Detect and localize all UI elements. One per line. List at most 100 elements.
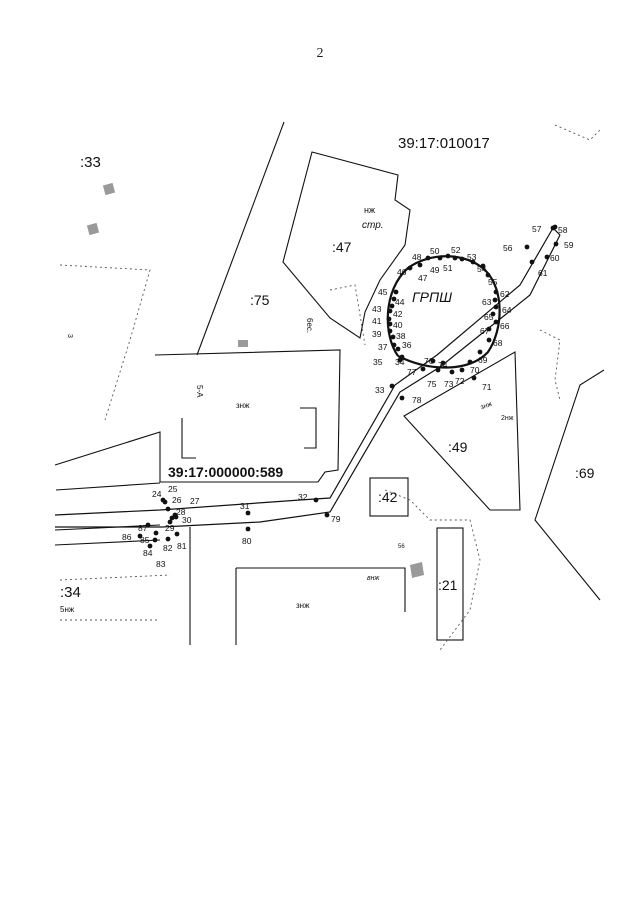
facility-label: ГРПШ bbox=[412, 289, 452, 305]
point-65-marker bbox=[490, 311, 496, 317]
quarter-label: 39:17:010017 bbox=[398, 135, 490, 152]
point-45-marker bbox=[393, 289, 399, 295]
point-38-marker bbox=[390, 334, 396, 340]
point-86-marker bbox=[137, 533, 143, 539]
point-60-label: 60 bbox=[550, 253, 560, 263]
point-53-label: 53 bbox=[467, 252, 477, 262]
point-76-marker bbox=[430, 358, 436, 364]
point-36-label: 36 bbox=[402, 340, 412, 350]
page-number: 2 bbox=[316, 46, 324, 61]
point-47-label: 47 bbox=[418, 273, 428, 283]
note-5nzh: 3 bbox=[66, 334, 73, 338]
point-54-marker bbox=[480, 263, 486, 269]
point-54-label: 54 bbox=[477, 264, 487, 274]
point-50-marker bbox=[445, 253, 451, 259]
point-74-label: 74 bbox=[438, 360, 448, 370]
parcel-69-boundary bbox=[534, 369, 605, 601]
point-31-label: 31 bbox=[240, 501, 250, 511]
point-42-label: 42 bbox=[393, 309, 403, 319]
point-62-label: 62 bbox=[500, 289, 510, 299]
point-55-label: 55 bbox=[488, 277, 498, 287]
fence-northeast bbox=[554, 124, 601, 141]
point-64-label: 64 bbox=[502, 305, 512, 315]
point-82-label: 82 bbox=[163, 543, 173, 553]
point-47-marker bbox=[417, 262, 423, 268]
parcel-42-boundary bbox=[369, 477, 409, 517]
point-30-label: 30 bbox=[182, 515, 192, 525]
parcel-boundaries bbox=[54, 121, 605, 645]
fence-north bbox=[329, 284, 366, 346]
note-vnzh: 5нж bbox=[60, 605, 75, 614]
point-52-marker bbox=[459, 256, 465, 262]
point-37-label: 37 bbox=[378, 342, 388, 352]
point-75-label: 75 bbox=[427, 379, 437, 389]
route-edge-south bbox=[55, 234, 561, 528]
point-43-marker bbox=[389, 303, 395, 309]
note-str: стр. bbox=[362, 220, 384, 231]
point-32-marker bbox=[313, 497, 319, 503]
point-33-marker bbox=[389, 383, 395, 389]
parcel-label-75: :75 bbox=[250, 292, 270, 308]
point-34-label: 34 bbox=[395, 357, 405, 367]
parcel-49-boundary bbox=[403, 351, 521, 511]
point-59-marker bbox=[553, 241, 559, 247]
point-76-label: 76 bbox=[424, 356, 434, 366]
point-82-marker bbox=[165, 536, 171, 542]
point-36-marker bbox=[395, 346, 401, 352]
point-77-label: 77 bbox=[407, 367, 417, 377]
point-28-marker bbox=[169, 515, 175, 521]
point-38-label: 38 bbox=[396, 331, 406, 341]
point-25-marker bbox=[162, 499, 168, 505]
point-35-label: 35 bbox=[373, 357, 383, 367]
point-74-marker bbox=[440, 360, 446, 366]
point-40-marker bbox=[387, 321, 393, 327]
point-41-label: 41 bbox=[372, 316, 382, 326]
fence-west bbox=[59, 264, 151, 421]
point-71-label: 71 bbox=[482, 382, 492, 392]
parcel-label-49: :49 bbox=[448, 439, 468, 455]
point-80-label: 80 bbox=[242, 536, 252, 546]
point-69-marker bbox=[477, 349, 483, 355]
point-85-marker bbox=[153, 530, 159, 536]
point-45-label: 45 bbox=[378, 287, 388, 297]
point-81-marker bbox=[174, 531, 180, 537]
point-46-label: 46 bbox=[397, 267, 407, 277]
point-44-marker bbox=[391, 296, 397, 302]
route-edge-north bbox=[54, 227, 554, 516]
marker-33-b bbox=[86, 222, 100, 236]
point-80-marker bbox=[245, 526, 251, 532]
point-40-label: 40 bbox=[393, 320, 403, 330]
point-70-marker bbox=[467, 359, 473, 365]
point-27-label: 27 bbox=[190, 496, 200, 506]
point-51-label: 51 bbox=[443, 263, 453, 273]
note-5a: 5-А bbox=[195, 385, 204, 398]
grpsh-contour-path bbox=[386, 255, 501, 369]
boundary-points bbox=[137, 224, 559, 549]
point-77-marker bbox=[420, 366, 426, 372]
point-60-marker bbox=[544, 254, 550, 260]
marker-21 bbox=[410, 562, 424, 578]
point-53-marker bbox=[470, 259, 476, 265]
grpsh-contour bbox=[386, 255, 501, 369]
point-83-label: 83 bbox=[156, 559, 166, 569]
point-73-marker bbox=[449, 369, 455, 375]
point-62-marker bbox=[493, 289, 499, 295]
note-znzh-3: знж bbox=[480, 401, 494, 412]
note-56: внж bbox=[367, 575, 381, 582]
point-49-label: 49 bbox=[430, 265, 440, 275]
note-znzh-1: знж bbox=[236, 401, 250, 410]
point-84-marker bbox=[152, 537, 158, 543]
fence-southwest bbox=[59, 574, 171, 621]
marker-75 bbox=[238, 340, 248, 347]
parcel-47-boundary bbox=[282, 151, 411, 339]
point-48-label: 48 bbox=[412, 252, 422, 262]
point-35-marker bbox=[397, 357, 403, 363]
point-49-marker bbox=[437, 255, 443, 261]
point-65-label: 65 bbox=[484, 312, 494, 322]
point-70-label: 70 bbox=[470, 365, 480, 375]
point-66-marker bbox=[493, 319, 499, 325]
point-59-label: 59 bbox=[564, 240, 574, 250]
point-41-marker bbox=[386, 316, 392, 322]
